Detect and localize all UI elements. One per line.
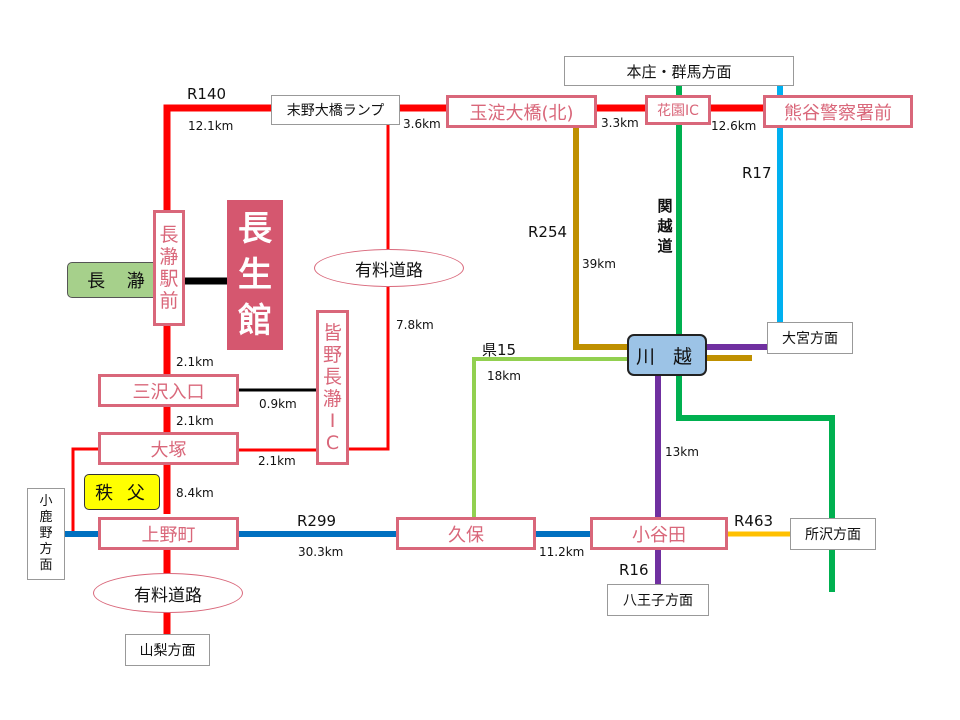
place-uenomachi: 上野町 bbox=[98, 517, 239, 550]
minano-char-2: 野 bbox=[322, 343, 342, 366]
place-misawa-entrance: 三沢入口 bbox=[98, 374, 239, 407]
area-chichibu: 秩 父 bbox=[84, 474, 160, 510]
kanetsu-south-line bbox=[676, 374, 835, 592]
inn-char-1: 長 bbox=[238, 209, 272, 249]
distance-3: 3.3km bbox=[601, 116, 639, 130]
label-r140: R140 bbox=[187, 85, 227, 103]
distance-14: 30.3km bbox=[298, 545, 344, 559]
minano-char-3: 長 bbox=[322, 365, 342, 388]
distance-12: 18km bbox=[487, 369, 521, 383]
inn-char-2: 生 bbox=[238, 255, 272, 295]
place-kubo: 久保 bbox=[396, 517, 536, 550]
label-r17: R17 bbox=[742, 164, 772, 182]
label-kanetsu-expressway: 関 越 道 bbox=[655, 196, 675, 256]
r254-line bbox=[573, 118, 630, 350]
minano-char-5: I bbox=[329, 409, 336, 432]
place-hanazono-ic: 花園IC bbox=[645, 95, 711, 125]
nagatoro-station-char-4: 前 bbox=[159, 290, 179, 312]
distance-13: 13km bbox=[665, 445, 699, 459]
ogano-char-2: 鹿 bbox=[39, 510, 53, 525]
ogano-char-5: 面 bbox=[39, 558, 53, 573]
direction-hachioji: 八王子方面 bbox=[607, 584, 709, 616]
distance-1: 12.1km bbox=[188, 119, 234, 133]
direction-ogano: 小 鹿 野 方 面 bbox=[27, 488, 65, 580]
place-minano-nagatoro-ic: 皆 野 長 瀞 I C bbox=[316, 310, 349, 465]
place-suenoohashi-ramp: 末野大橋ランプ bbox=[271, 95, 400, 125]
place-tamayodo-bridge: 玉淀大橋(北) bbox=[446, 95, 597, 128]
direction-honjo-gunma: 本庄・群馬方面 bbox=[564, 56, 794, 86]
label-r16: R16 bbox=[619, 561, 649, 579]
direction-yamanashi: 山梨方面 bbox=[125, 634, 210, 666]
nagatoro-station-char-1: 長 bbox=[159, 224, 179, 246]
distance-9: 2.1km bbox=[176, 414, 214, 428]
minano-char-6: C bbox=[325, 431, 340, 454]
kanetsu-char-2: 越 bbox=[657, 217, 673, 235]
place-kumagaya-police: 熊谷警察署前 bbox=[763, 95, 913, 128]
inn-char-3: 館 bbox=[238, 301, 272, 341]
ogano-char-3: 野 bbox=[39, 526, 53, 541]
distance-15: 11.2km bbox=[539, 545, 585, 559]
place-oyada: 小谷田 bbox=[590, 517, 728, 550]
toll-road-upper-line bbox=[346, 118, 390, 451]
direction-tokorozawa: 所沢方面 bbox=[790, 518, 876, 550]
distance-7: 2.1km bbox=[176, 355, 214, 369]
ogano-char-1: 小 bbox=[39, 494, 53, 509]
ken15-line bbox=[472, 357, 630, 520]
distance-5: 39km bbox=[582, 257, 616, 271]
kanetsu-char-1: 関 bbox=[657, 197, 673, 215]
nagatoro-station-char-2: 瀞 bbox=[159, 246, 179, 268]
place-nagatoro-station: 長 瀞 駅 前 bbox=[153, 210, 185, 326]
distance-8: 0.9km bbox=[259, 397, 297, 411]
otsuka-ogano-link bbox=[71, 447, 100, 534]
toll-road-upper: 有料道路 bbox=[314, 249, 464, 287]
distance-11: 8.4km bbox=[176, 486, 214, 500]
distance-2: 3.6km bbox=[403, 117, 441, 131]
ogano-char-4: 方 bbox=[39, 542, 53, 557]
area-kawagoe: 川 越 bbox=[627, 334, 707, 376]
distance-4: 12.6km bbox=[711, 119, 757, 133]
toll-road-lower: 有料道路 bbox=[93, 573, 243, 613]
minano-char-4: 瀞 bbox=[322, 387, 342, 410]
distance-6: 7.8km bbox=[396, 318, 434, 332]
label-r299: R299 bbox=[297, 512, 337, 530]
nagatoro-station-char-3: 駅 bbox=[159, 268, 179, 290]
place-otsuka: 大塚 bbox=[98, 432, 239, 465]
inn-choseikan: 長 生 館 bbox=[227, 200, 283, 350]
minano-char-1: 皆 bbox=[322, 321, 342, 344]
label-r463: R463 bbox=[734, 512, 774, 530]
label-ken15: 県15 bbox=[482, 341, 517, 359]
distance-10: 2.1km bbox=[258, 454, 296, 468]
label-r254: R254 bbox=[528, 223, 568, 241]
direction-omiya: 大宮方面 bbox=[767, 322, 853, 354]
kanetsu-char-3: 道 bbox=[657, 237, 673, 255]
